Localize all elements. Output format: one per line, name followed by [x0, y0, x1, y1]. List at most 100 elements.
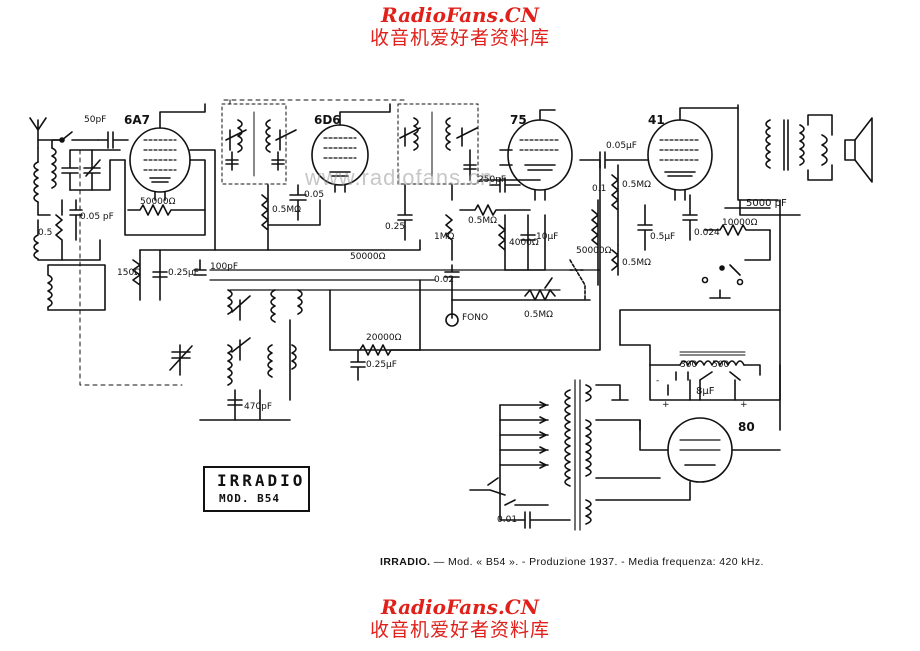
resistor-50000-c — [591, 199, 599, 286]
label-0024: 0.024 — [694, 228, 720, 238]
watermark-bottom: RadioFans.CN 收音机爱好者资料库 — [0, 596, 920, 642]
cap-025mf — [152, 249, 168, 301]
tube-6a7 — [129, 103, 206, 201]
label-05ma-c: 0.5MΩ — [622, 180, 651, 190]
label-05: 0.5 — [38, 228, 53, 238]
caption: IRRADIO. — Mod. « B54 ». - Produzione 19… — [380, 556, 764, 568]
label-4000: 4000Ω — [509, 238, 539, 248]
resistor-05ma-b — [459, 204, 531, 216]
label-05ma-a: 0.5MΩ — [272, 205, 301, 215]
brand-model: MOD. B54 — [219, 492, 280, 505]
label-025mf: 0.25μF — [168, 268, 199, 278]
caption-maker: IRRADIO. — [380, 556, 431, 568]
label-001: 0.01 — [497, 515, 518, 525]
tube-label-75: 75 — [510, 113, 527, 127]
label-025: 0.25 — [385, 222, 406, 232]
output-transformer — [737, 104, 805, 201]
tube-label-6a7: 6A7 — [124, 113, 150, 127]
cap-470pf — [227, 389, 243, 421]
label-500: 500 — [712, 360, 730, 370]
cap-025 — [397, 184, 413, 241]
label-minus: - — [656, 376, 660, 386]
label-100pf: 100pF — [210, 262, 239, 272]
cap-005-b — [289, 184, 307, 221]
fono-input — [445, 299, 459, 327]
label-pot-05ma: 0.5MΩ — [524, 310, 553, 320]
if-transformer-2 — [397, 103, 479, 185]
cap-10mf — [520, 214, 536, 271]
cap-005mf — [579, 151, 649, 169]
label-05ma-b: 0.5MΩ — [468, 216, 497, 226]
trimmer-1 — [83, 149, 101, 191]
label-1ma: 1MΩ — [434, 232, 455, 242]
label-50000-c: 50000Ω — [576, 246, 612, 256]
cap-8mf — [667, 379, 736, 401]
cap-05mf — [637, 204, 653, 251]
mains-switch — [469, 477, 549, 506]
cap-025mf-b — [350, 349, 366, 381]
cap-002 — [444, 264, 460, 301]
osc-tuning-cap — [169, 344, 193, 376]
brand-name: IRRADIO — [217, 471, 306, 490]
watermark-site-bottom: RadioFans.CN — [381, 595, 539, 619]
cap-001 — [514, 511, 571, 529]
antenna-symbol — [29, 117, 47, 149]
resistor-4000 — [498, 214, 506, 271]
power-transformer — [564, 379, 592, 531]
if-transformer-1 — [221, 103, 297, 185]
resistor-150 — [132, 249, 141, 301]
caption-production: - Produzione 1937. — [521, 556, 618, 568]
caption-if: - Media frequenza: 420 kHz. — [621, 556, 764, 568]
label-50000-a: 50000Ω — [140, 197, 176, 207]
cap-005 — [69, 199, 83, 241]
filter-choke — [649, 351, 761, 381]
oscillator-coil — [227, 289, 303, 386]
faint-watermark: www.radiofans.cn — [305, 165, 494, 190]
tube-label-80: 80 — [738, 420, 755, 434]
label-plus-2: + — [740, 400, 748, 410]
tube-75 — [499, 109, 573, 201]
cap-100pf — [193, 259, 207, 276]
watermark-site: RadioFans.CN — [381, 3, 539, 27]
label-005-b: 0.05 — [304, 190, 325, 200]
label-20000: 20000Ω — [366, 333, 402, 343]
cap-250pf — [479, 177, 541, 193]
label-50000-b: 50000Ω — [350, 252, 386, 262]
label-fono: FONO — [462, 313, 489, 323]
label-50pf: 50pF — [84, 115, 107, 125]
label-150: 150Ω — [117, 268, 142, 278]
label-05mf: 0.5μF — [650, 232, 676, 242]
tube-label-6d6: 6D6 — [314, 113, 341, 127]
label-300: 300 — [680, 360, 698, 370]
tune-cap-1 — [61, 149, 121, 191]
resistor-1ma — [445, 184, 453, 261]
label-10mf: 10μF — [536, 232, 559, 242]
cap-5000pf — [724, 199, 801, 216]
label-8mf: 8μF — [696, 386, 715, 397]
watermark-top: RadioFans.CN 收音机爱好者资料库 — [0, 4, 920, 50]
brand-box: IRRADIO MOD. B54 — [203, 466, 310, 512]
tube-6d6 — [311, 103, 391, 193]
tube-label-41: 41 — [648, 113, 665, 127]
label-025mf-b: 0.25μF — [366, 360, 397, 370]
resistor-05ma-c — [611, 164, 619, 246]
resistor-50000-a — [127, 204, 206, 216]
tube-80 — [595, 417, 781, 501]
resistor-bias-a — [55, 199, 63, 261]
gang-link — [79, 99, 406, 386]
input-coil — [33, 139, 63, 216]
resistor-05ma-d — [611, 244, 619, 276]
caption-model: — Mod. « B54 ». — [433, 556, 519, 568]
label-plus-1: + — [662, 400, 670, 410]
speaker-icon — [807, 114, 873, 183]
cap-0024 — [682, 194, 698, 241]
voltage-tap-selector — [499, 401, 549, 521]
resistor-05ma-a — [261, 184, 269, 251]
label-01: 0.1 — [592, 184, 607, 194]
label-005pf: 0.05 pF — [80, 212, 114, 222]
label-002: 0.02 — [434, 275, 455, 285]
cap-50pf — [97, 131, 129, 149]
resistor-10000 — [704, 224, 771, 236]
label-005mf: 0.05μF — [606, 141, 637, 151]
